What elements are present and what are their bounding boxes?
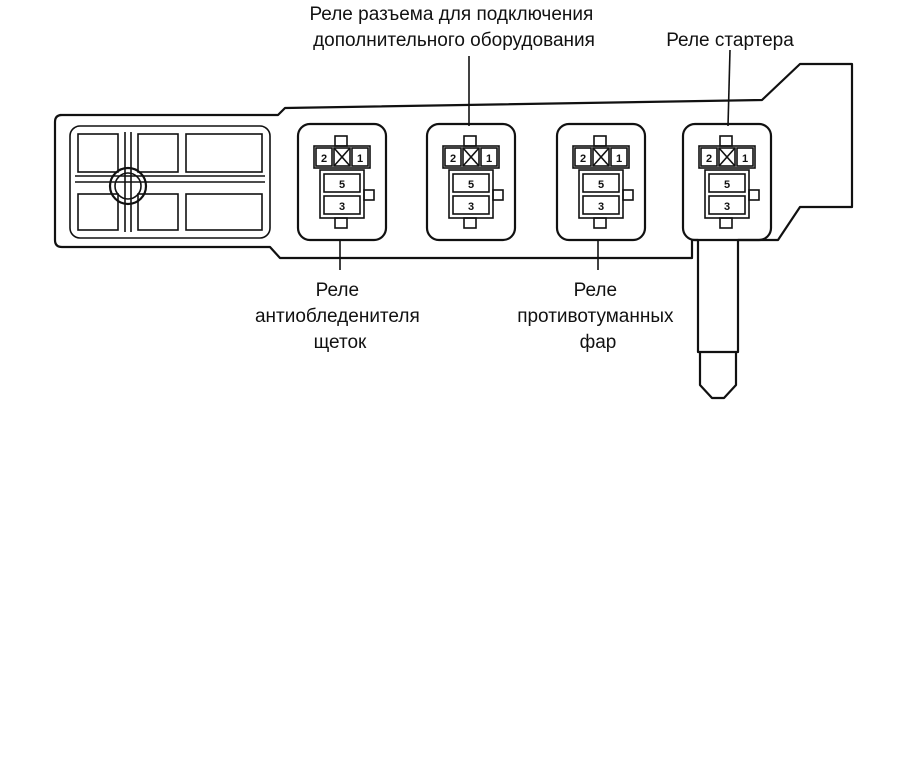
blank-pin-icon <box>333 147 351 167</box>
pin-number-label: 3 <box>339 201 345 213</box>
mounting-bracket <box>69 125 271 239</box>
leader-line-starter <box>727 49 731 127</box>
pin-number-label: 1 <box>486 153 492 165</box>
relay-socket-starter: 2 1 5 3 <box>681 122 773 242</box>
pin-number-label: 2 <box>321 153 327 165</box>
pin-number-label: 5 <box>468 179 474 191</box>
blank-pin-icon <box>592 147 610 167</box>
pin-row-top <box>442 145 500 169</box>
pin-row-top <box>313 145 371 169</box>
pin-number-label: 2 <box>450 153 456 165</box>
label-fog-lamp-relay: Реле противотуманных фар <box>517 280 679 353</box>
relay-socket-wiper-deicer: 2 1 5 3 <box>296 122 388 242</box>
socket-frame <box>555 122 647 242</box>
pin-number-label: 1 <box>616 153 622 165</box>
mounting-hole-icon <box>108 166 148 206</box>
socket-frame <box>425 122 517 242</box>
blank-pin-icon <box>718 147 736 167</box>
relay-socket-accessory: 2 1 5 3 <box>425 122 517 242</box>
blank-pin-icon <box>462 147 480 167</box>
label-wiper-deicer-relay: Реле антиобледенителя щеток <box>255 280 425 353</box>
pin-number-label: 1 <box>357 153 363 165</box>
pin-number-label: 3 <box>598 201 604 213</box>
mounting-leg <box>698 352 738 400</box>
pin-number-label: 5 <box>339 179 345 191</box>
socket-frame <box>296 122 388 242</box>
pin-number-label: 2 <box>580 153 586 165</box>
pin-row-top <box>698 145 756 169</box>
relay-socket-fog-lamp: 2 1 5 3 <box>555 122 647 242</box>
pin-number-label: 1 <box>742 153 748 165</box>
socket-frame <box>681 122 773 242</box>
pin-number-label: 2 <box>706 153 712 165</box>
pin-number-label: 5 <box>598 179 604 191</box>
pin-number-label: 5 <box>724 179 730 191</box>
relay-block-housing <box>53 62 854 354</box>
pin-number-label: 3 <box>468 201 474 213</box>
pin-number-label: 3 <box>724 201 730 213</box>
label-accessory-relay: Реле разъема для подключения дополнитель… <box>309 4 598 51</box>
label-starter-relay: Реле стартера <box>666 30 794 51</box>
pin-row-top <box>572 145 630 169</box>
